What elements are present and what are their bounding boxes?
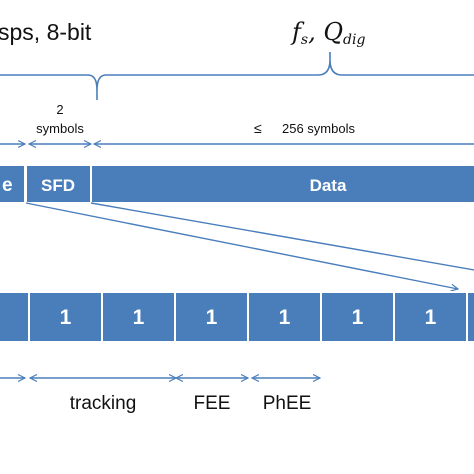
data-block-label: Data <box>310 176 347 195</box>
symbol-cell <box>466 291 474 343</box>
qdig-subscript: dig <box>343 32 365 48</box>
zoom-line-left <box>25 202 458 289</box>
svg-text:fs, Qdig: fs, Qdig <box>290 18 365 48</box>
symbol-cell-value: 1 <box>206 306 218 329</box>
sfd-block <box>25 164 92 204</box>
data-symbol-count: 256 symbols <box>282 121 355 136</box>
symbol-cell-value: 1 <box>60 306 72 329</box>
symbol-cell-partial <box>0 291 30 343</box>
symbol-cells: 1111111 <box>0 291 474 343</box>
preamble-block-label: e <box>2 175 13 196</box>
preamble-block <box>0 164 26 204</box>
sfd-symbol-count: 2 <box>56 102 63 117</box>
symbol-cell <box>174 291 249 343</box>
top-curly-brace <box>0 52 474 100</box>
data-le-sign: ≤ <box>254 120 262 136</box>
symbol-cell <box>393 291 468 343</box>
sfd-block-label: SFD <box>41 176 75 195</box>
symbol-cell <box>320 291 395 343</box>
qdig-symbol: , Q <box>308 18 343 46</box>
zoom-line-right <box>90 202 474 271</box>
phase-label-tracking: tracking <box>70 393 137 414</box>
fs-subscript: s <box>301 32 308 48</box>
data-block <box>90 164 474 204</box>
symbol-cell-value: 1 <box>352 306 364 329</box>
sfd-symbol-unit: symbols <box>36 121 84 136</box>
symbol-cell <box>101 291 176 343</box>
symbol-cell-value: 1 <box>279 306 291 329</box>
symbol-cell-value: 1 <box>425 306 437 329</box>
phase-label-fee: FEE <box>194 393 231 414</box>
symbol-cell-value: 1 <box>133 306 145 329</box>
fs-qdig-label: fs, Qdig <box>290 18 365 48</box>
sample-rate-label: sps, 8-bit <box>0 19 92 45</box>
symbol-cell <box>247 291 322 343</box>
phase-label-phee: PhEE <box>263 393 312 414</box>
